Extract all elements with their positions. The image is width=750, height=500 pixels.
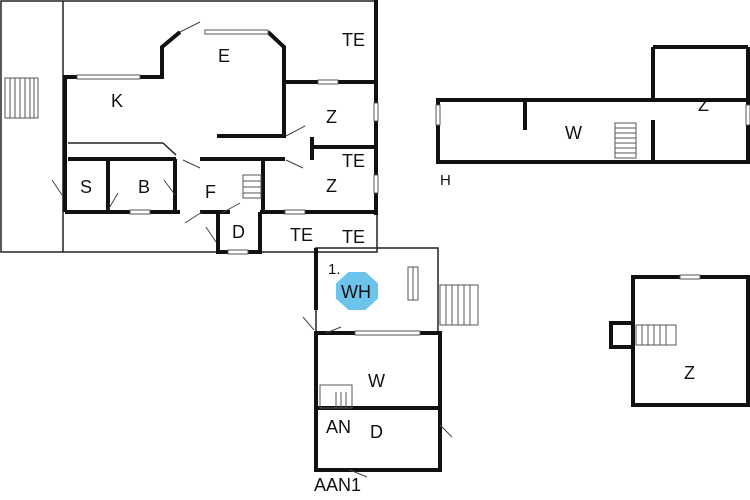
door-swings: [51, 21, 453, 478]
room-label-d: D: [232, 222, 245, 242]
room-label-s: S: [80, 177, 93, 197]
terrace-label-2: TE: [342, 151, 366, 171]
stairs: [4, 77, 677, 409]
room-label-wh: WH: [341, 282, 371, 302]
walls: [63, 0, 750, 472]
room-label-an: AN: [326, 417, 352, 437]
room-label-k: K: [111, 91, 124, 111]
windows: [76, 29, 750, 336]
room-label-w-annex: W: [565, 123, 582, 143]
terrace-label-1: TE: [342, 30, 366, 50]
terrace-label-3: TE: [290, 225, 314, 245]
room-label-z1: Z: [326, 107, 337, 127]
room-label-z-annex: Z: [698, 95, 709, 115]
annex-label-h: H: [440, 172, 451, 189]
cottage-caption: AAN1: [314, 475, 362, 495]
room-label-b: B: [138, 177, 151, 197]
floor-label: 1.: [328, 261, 341, 278]
room-label-z2: Z: [326, 176, 337, 196]
room-label-e: E: [218, 46, 231, 66]
highlighted-room-marker: [336, 272, 378, 310]
room-label-f: F: [205, 182, 216, 202]
terrace-label-cottage: TE: [342, 227, 366, 247]
room-label-w-cottage: W: [368, 371, 385, 391]
room-label-d-cottage: D: [370, 422, 383, 442]
room-label-z-shed: Z: [684, 363, 695, 383]
